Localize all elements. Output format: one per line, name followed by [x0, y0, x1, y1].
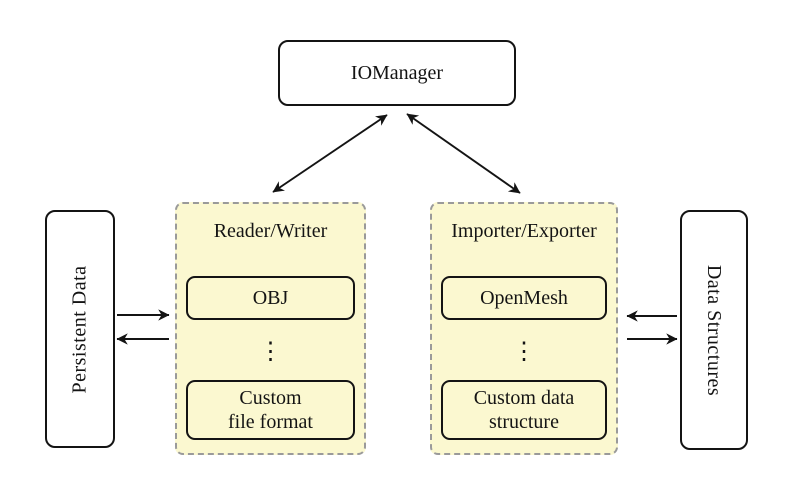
- arrow-iomanager-importerexporter: [406, 113, 521, 194]
- ellipsis-importer-exporter: ⋮: [512, 339, 536, 365]
- node-custom-file-format: Custom file format: [186, 380, 355, 440]
- arrow-iomanager-readerwriter: [272, 114, 388, 193]
- node-data-structures: Data Structures: [680, 210, 748, 450]
- node-iomanager: IOManager: [278, 40, 516, 106]
- node-obj: OBJ: [186, 276, 355, 320]
- node-custom-data-structure: Custom data structure: [441, 380, 607, 440]
- node-openmesh: OpenMesh: [441, 276, 607, 320]
- node-persistent-data: Persistent Data: [45, 210, 115, 448]
- node-data-structures-label: Data Structures: [703, 264, 726, 396]
- node-custom-file-format-line2: file format: [228, 411, 313, 433]
- node-obj-label: OBJ: [252, 287, 289, 309]
- group-importer-exporter: Importer/Exporter OpenMesh ⋮ Custom data…: [430, 202, 618, 455]
- group-reader-writer-title: Reader/Writer: [213, 220, 328, 242]
- group-importer-exporter-title: Importer/Exporter: [451, 220, 597, 242]
- node-openmesh-label: OpenMesh: [480, 287, 568, 309]
- node-custom-file-format-line1: Custom: [239, 387, 302, 409]
- node-custom-data-structure-line2: structure: [489, 411, 559, 433]
- node-iomanager-label: IOManager: [350, 61, 444, 84]
- group-reader-writer: Reader/Writer OBJ ⋮ Custom file format: [175, 202, 366, 455]
- node-persistent-data-label: Persistent Data: [68, 264, 91, 394]
- ellipsis-reader-writer: ⋮: [258, 339, 283, 365]
- node-custom-data-structure-line1: Custom data: [473, 387, 575, 409]
